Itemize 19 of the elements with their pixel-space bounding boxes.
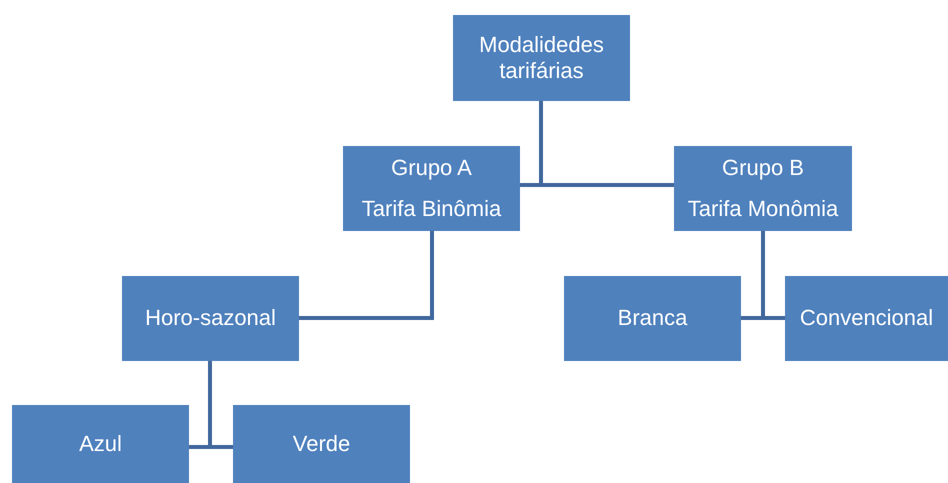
box-label: Tarifa Monômia — [688, 196, 838, 222]
org-chart-box — [122, 276, 299, 361]
org-chart-box — [674, 146, 852, 231]
org-chart-box — [785, 276, 948, 361]
box-label: Grupo A — [391, 155, 472, 182]
box-label: Convencional — [800, 305, 934, 332]
connector-line — [299, 231, 434, 320]
box-label: Horo-sazonal — [145, 305, 276, 332]
org-chart-box — [453, 15, 630, 101]
box-label: Azul — [79, 430, 122, 458]
box-label: Grupo B — [722, 155, 804, 182]
org-chart-box — [233, 405, 410, 483]
org-chart-box — [12, 405, 189, 483]
box-label: Modalidedes tarifárias — [478, 32, 605, 84]
box-label: Verde — [292, 430, 350, 458]
org-chart-box — [564, 276, 741, 361]
box-label: Tarifa Binômia — [362, 196, 502, 222]
org-chart-box — [343, 146, 520, 231]
box-label: Branca — [618, 305, 688, 332]
